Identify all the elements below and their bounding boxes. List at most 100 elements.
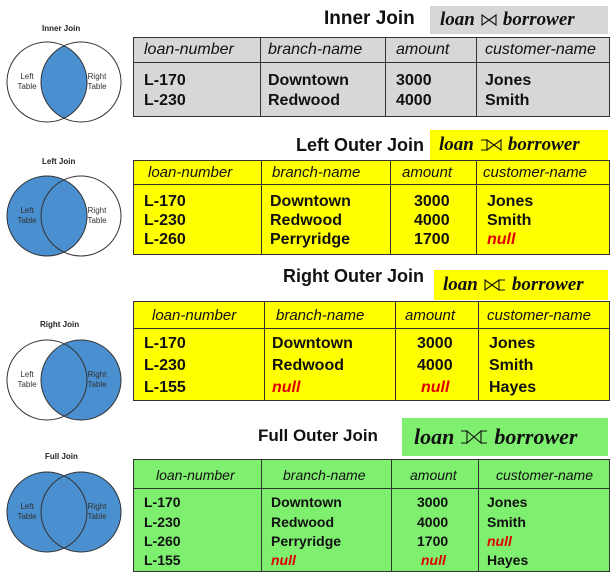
column-header: amount — [402, 164, 453, 181]
table-cell: L-170 — [144, 72, 186, 89]
null-cell: null — [487, 231, 516, 248]
null-cell: null — [487, 533, 512, 549]
column-header: loan-number — [144, 41, 234, 58]
table-cell: Redwood — [268, 92, 340, 109]
table-cell: Downtown — [272, 335, 353, 352]
table-cell: 4000 — [396, 92, 432, 109]
table-cell: Jones — [489, 335, 536, 352]
table-cell: 3000 — [396, 72, 432, 89]
venn-title: Right Join — [40, 320, 80, 329]
table-cell: Hayes — [489, 379, 537, 396]
table-cell: L-230 — [144, 357, 186, 374]
expr-right-relation: borrower — [511, 274, 584, 295]
null-cell: null — [272, 379, 301, 396]
table-cell: L-170 — [144, 494, 181, 510]
table-cell: Jones — [485, 72, 532, 89]
result-table: loan-number branch-name amount customer-… — [133, 37, 610, 117]
table-cell: L-155 — [144, 552, 181, 568]
column-header: branch-name — [272, 164, 361, 181]
table-cell: L-260 — [144, 533, 181, 549]
table-cell: Smith — [485, 92, 530, 109]
venn-left-label: Left Table — [17, 502, 37, 521]
left-outer-join-icon — [480, 139, 502, 151]
relational-expression: loan borrower — [402, 418, 608, 456]
venn-title: Inner Join — [42, 24, 81, 33]
section-title: Left Outer Join — [296, 135, 425, 155]
table-cell: L-170 — [144, 193, 186, 210]
natural-join-icon — [481, 14, 497, 26]
table-cell: L-230 — [144, 514, 181, 530]
table-cell: 4000 — [417, 357, 453, 374]
venn-left-label: Left Table — [17, 72, 37, 91]
result-table: loan-number branch-name amount customer-… — [133, 160, 610, 255]
table-cell: 3000 — [417, 494, 449, 510]
venn-right-label: Right Table — [87, 72, 107, 91]
table-cell: Smith — [487, 212, 532, 229]
venn-left-label: Left Table — [17, 370, 37, 389]
expr-left-relation: loan — [439, 134, 474, 155]
table-cell: 4000 — [414, 212, 450, 229]
table-cell: 1700 — [414, 231, 450, 248]
venn-diagram-full — [6, 471, 122, 553]
table-cell: Smith — [487, 514, 526, 530]
table-cell: 3000 — [417, 335, 453, 352]
table-cell: Redwood — [270, 212, 342, 229]
column-header: branch-name — [276, 307, 365, 324]
section-title: Inner Join — [324, 8, 415, 29]
table-cell: 1700 — [417, 533, 449, 549]
result-table: loan-number branch-name amount customer-… — [133, 459, 610, 572]
venn-diagram-left — [6, 175, 122, 257]
section-title: Full Outer Join — [258, 426, 378, 445]
table-cell: 4000 — [417, 514, 449, 530]
table-cell: Smith — [489, 357, 534, 374]
venn-diagram-right — [6, 339, 122, 421]
column-header: amount — [396, 41, 450, 58]
expr-right-relation: borrower — [507, 134, 580, 155]
column-header: customer-name — [483, 164, 587, 181]
expr-left-relation: loan — [440, 9, 475, 30]
column-header: customer-name — [496, 467, 594, 483]
table-cell: Jones — [487, 494, 528, 510]
expr-right-relation: borrower — [494, 424, 578, 449]
table-cell: Perryridge — [270, 231, 351, 248]
column-header: loan-number — [156, 467, 235, 483]
venn-title: Left Join — [42, 157, 76, 166]
table-cell: Downtown — [270, 193, 351, 210]
venn-right-label: Right Table — [87, 206, 107, 225]
right-outer-join-icon — [484, 279, 505, 291]
column-header: branch-name — [283, 467, 366, 483]
null-cell: null — [271, 552, 296, 568]
venn-right-label: Right Table — [87, 502, 107, 521]
column-header: amount — [405, 307, 456, 324]
column-header: customer-name — [487, 307, 591, 324]
table-cell: Redwood — [271, 514, 334, 530]
result-table: loan-number branch-name amount customer-… — [133, 301, 610, 401]
column-header: loan-number — [152, 307, 237, 324]
null-cell: null — [421, 552, 446, 568]
table-cell: Redwood — [272, 357, 344, 374]
column-header: amount — [410, 467, 457, 483]
expr-left-relation: loan — [414, 424, 455, 449]
table-cell: Downtown — [268, 72, 349, 89]
relational-expression: loan borrower — [430, 130, 608, 160]
column-header: customer-name — [485, 41, 596, 58]
null-cell: null — [421, 379, 450, 396]
table-cell: L-230 — [144, 92, 186, 109]
venn-left-label: Left Table — [17, 206, 37, 225]
section-title: Right Outer Join — [283, 266, 424, 286]
table-cell: L-230 — [144, 212, 186, 229]
expr-right-relation: borrower — [502, 9, 575, 30]
table-cell: L-170 — [144, 335, 186, 352]
table-cell: Perryridge — [271, 533, 342, 549]
column-header: branch-name — [268, 41, 363, 58]
table-cell: L-260 — [144, 231, 186, 248]
table-cell: 3000 — [414, 193, 450, 210]
relational-expression: loan borrower — [434, 270, 608, 300]
full-outer-join-icon — [461, 430, 488, 444]
venn-right-label: Right Table — [87, 370, 107, 389]
table-cell: L-155 — [144, 379, 186, 396]
table-cell: Downtown — [271, 494, 342, 510]
column-header: loan-number — [148, 164, 233, 181]
expr-left-relation: loan — [443, 274, 478, 295]
venn-title: Full Join — [45, 452, 78, 461]
